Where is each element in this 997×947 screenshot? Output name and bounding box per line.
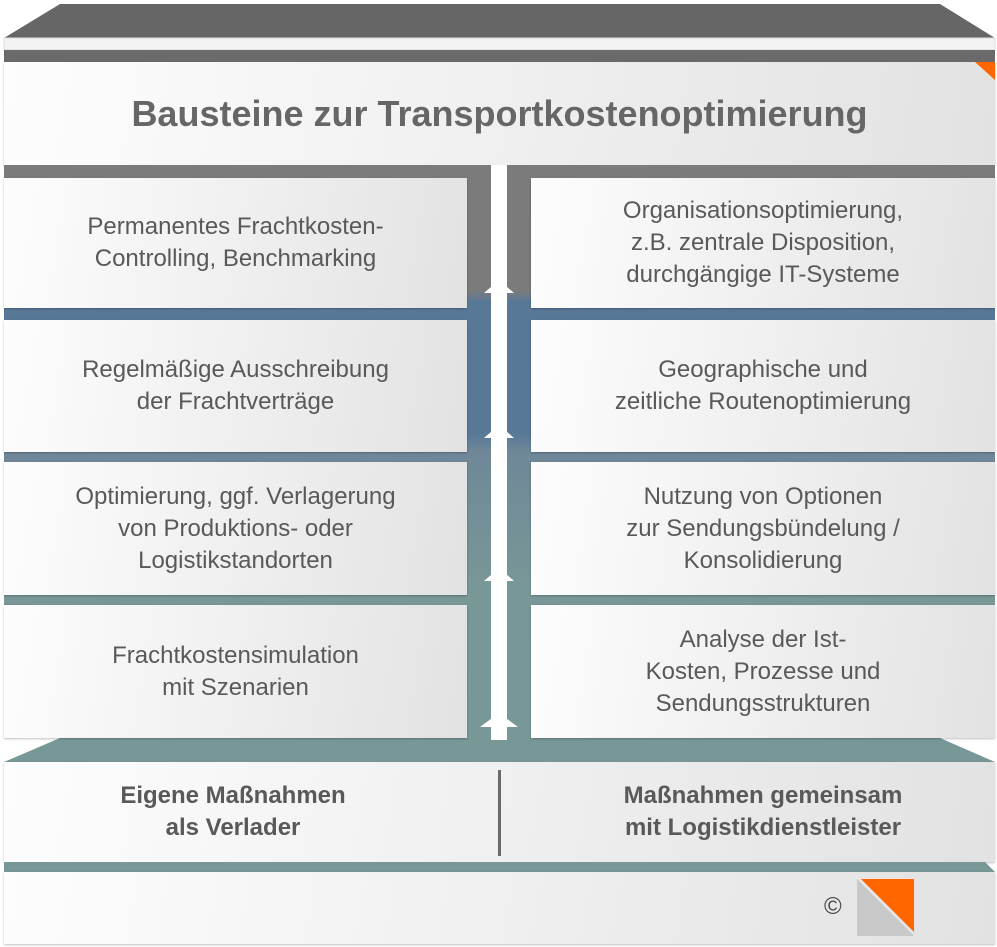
page-title: Bausteine zur Transportkostenoptimierung	[4, 62, 995, 165]
block-left-3: Optimierung, ggf. Verlagerung von Produk…	[4, 462, 467, 595]
block-right-2: Geographische und zeitliche Routenoptimi…	[531, 320, 995, 452]
copyright-symbol: ©	[824, 893, 842, 920]
base-band	[4, 738, 995, 762]
logo-icon	[857, 879, 914, 936]
footer	[4, 872, 995, 944]
block-right-3: Nutzung von Optionen zur Sendungsbündelu…	[531, 462, 995, 595]
block-left-2: Regelmäßige Ausschreibung der Frachtvert…	[4, 320, 467, 452]
footer-band	[4, 862, 995, 872]
block-right-1: Organisationsoptimierung, z.B. zentrale …	[531, 178, 995, 308]
block-left-1: Permanentes Frachtkosten- Controlling, B…	[4, 178, 467, 308]
foundation-divider	[498, 770, 501, 856]
upward-arrow-icon	[480, 165, 518, 740]
foundation-left: Eigene Maßnahmen als Verlader	[120, 782, 346, 841]
block-right-4: Analyse der Ist- Kosten, Prozesse und Se…	[531, 605, 995, 738]
orange-corner-icon	[975, 62, 995, 80]
roof	[3, 4, 996, 62]
foundation-right: Maßnahmen gemeinsam mit Logistikdienstle…	[623, 782, 903, 841]
block-left-4: Frachtkostensimulation mit Szenarien	[4, 605, 467, 738]
